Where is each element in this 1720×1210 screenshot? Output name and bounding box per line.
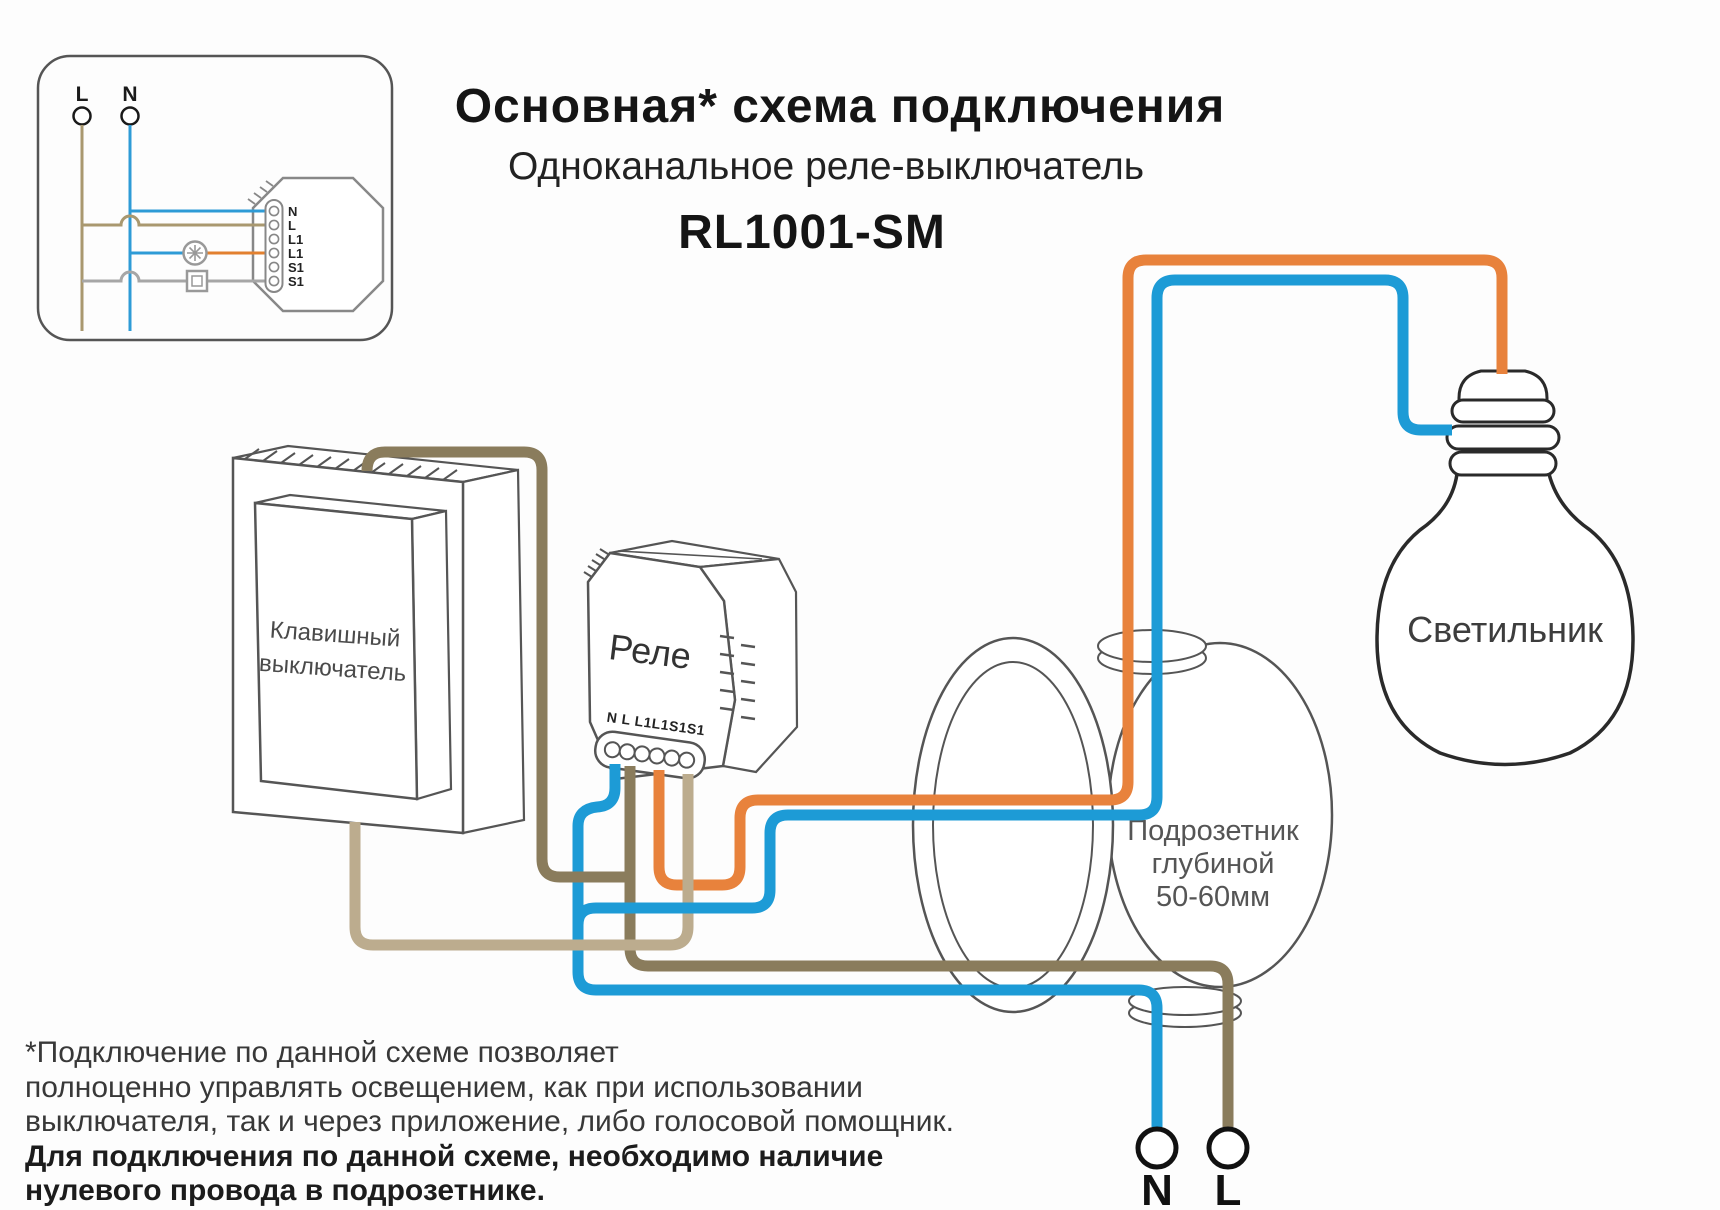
inset-terminal-dot bbox=[268, 275, 280, 287]
relay-terminal-l bbox=[618, 743, 636, 761]
bulb-thread-1 bbox=[1450, 398, 1556, 424]
box-label-line1: Подрозетник bbox=[1127, 815, 1299, 847]
footnote-line1: *Подключение по данной схеме позволяет bbox=[25, 1036, 619, 1069]
footnote-line5: нулевого провода в подрозетнике. bbox=[25, 1174, 545, 1207]
inset-wire-l bbox=[82, 214, 266, 227]
relay-terminal-block: N L L1L1S1S1 bbox=[593, 709, 706, 780]
inset-terminal-dot bbox=[268, 219, 280, 231]
page-title: Основная* схема подключения bbox=[455, 80, 1226, 133]
page-subtitle: Одноканальное реле-выключатель bbox=[508, 145, 1144, 188]
inset-terminal-dot bbox=[268, 233, 280, 245]
inset-border bbox=[36, 54, 394, 342]
relay-terminal-s1b bbox=[678, 751, 696, 769]
header: Основная* схема подключения Одноканально… bbox=[455, 80, 1226, 259]
relay-label: Реле bbox=[607, 626, 694, 677]
supply-l-label: L bbox=[1215, 1166, 1242, 1210]
lamp-label: Светильник bbox=[1407, 609, 1603, 650]
footnote-line4: Для подключения по данной схеме, необход… bbox=[25, 1140, 883, 1173]
inset-term-label-n: N bbox=[288, 204, 297, 219]
bulb-thread-2 bbox=[1445, 424, 1561, 451]
switch-rocker-front bbox=[253, 501, 419, 801]
inset-relay-module bbox=[251, 176, 385, 313]
relay-terminal-l1b bbox=[648, 747, 666, 765]
inset-term-label-l1a: L1 bbox=[288, 232, 303, 247]
inset-switch-icon bbox=[185, 269, 209, 293]
light-bulb: Светильник bbox=[1375, 369, 1635, 767]
footnote-line2: полноценно управлять освещением, как при… bbox=[25, 1071, 863, 1104]
box-label-line3: 50-60мм bbox=[1156, 881, 1270, 913]
wall-switch: Клавишный выключатель bbox=[231, 444, 526, 835]
inset-terminal-dot bbox=[268, 247, 280, 259]
inset-term-label-l1b: L1 bbox=[288, 246, 303, 261]
wire-lamp-neutral bbox=[572, 274, 1452, 926]
bulb-cap bbox=[1457, 369, 1549, 406]
inset-n-terminal bbox=[120, 106, 140, 126]
relay-vent-slots bbox=[719, 634, 756, 721]
inset-hatch-marks bbox=[247, 180, 274, 205]
inset-terminal-dot bbox=[268, 205, 280, 217]
inset-terminal-dot bbox=[268, 261, 280, 273]
supply-n-label: N bbox=[1141, 1166, 1173, 1210]
box-front-ring-outer bbox=[911, 636, 1115, 1014]
inset-term-label-l: L bbox=[288, 218, 296, 233]
switch-rocker-side bbox=[410, 509, 453, 801]
inset-wire-switch bbox=[82, 270, 266, 283]
wires bbox=[349, 254, 1508, 1127]
inset-l-label: L bbox=[76, 83, 89, 106]
footnote-line3: выключателя, так и через приложение, либ… bbox=[25, 1105, 954, 1138]
bulb-thread-3 bbox=[1448, 450, 1558, 477]
inset-diagram: L N N L L1 L bbox=[36, 54, 394, 342]
wire-neutral-main bbox=[572, 764, 1163, 1127]
relay-terminal-l1a bbox=[633, 745, 651, 763]
relay-module: Реле N L L1L1S1S1 bbox=[583, 539, 799, 781]
wire-switch-leg-bottom bbox=[349, 774, 694, 951]
model-number: RL1001-SM bbox=[678, 206, 946, 259]
inset-term-label-s1a: S1 bbox=[288, 260, 304, 275]
inset-lamp-icon bbox=[182, 240, 208, 266]
relay-hatch-marks bbox=[583, 548, 609, 578]
supply-n-terminal bbox=[1135, 1126, 1179, 1170]
supply-terminals: N L bbox=[1135, 1126, 1250, 1210]
footnote: *Подключение по данной схеме позволяет п… bbox=[25, 1036, 954, 1207]
wire-switch-leg-top bbox=[361, 446, 630, 883]
box-label-line2: глубиной bbox=[1152, 848, 1275, 880]
wire-live-main bbox=[624, 766, 1234, 1127]
switch-plate-hatch bbox=[244, 448, 458, 481]
relay-top-rim bbox=[617, 550, 763, 560]
junction-box: Подрозетник глубиной 50-60мм bbox=[911, 629, 1334, 1028]
inset-term-label-s1b: S1 bbox=[288, 274, 304, 289]
supply-l-terminal bbox=[1206, 1126, 1250, 1170]
relay-terminal-n bbox=[603, 741, 621, 759]
inset-l-terminal bbox=[72, 106, 92, 126]
bulb-globe bbox=[1375, 473, 1635, 767]
switch-plate-side bbox=[461, 468, 526, 835]
relay-terminal-s1a bbox=[663, 749, 681, 767]
inset-n-label: N bbox=[122, 83, 137, 106]
